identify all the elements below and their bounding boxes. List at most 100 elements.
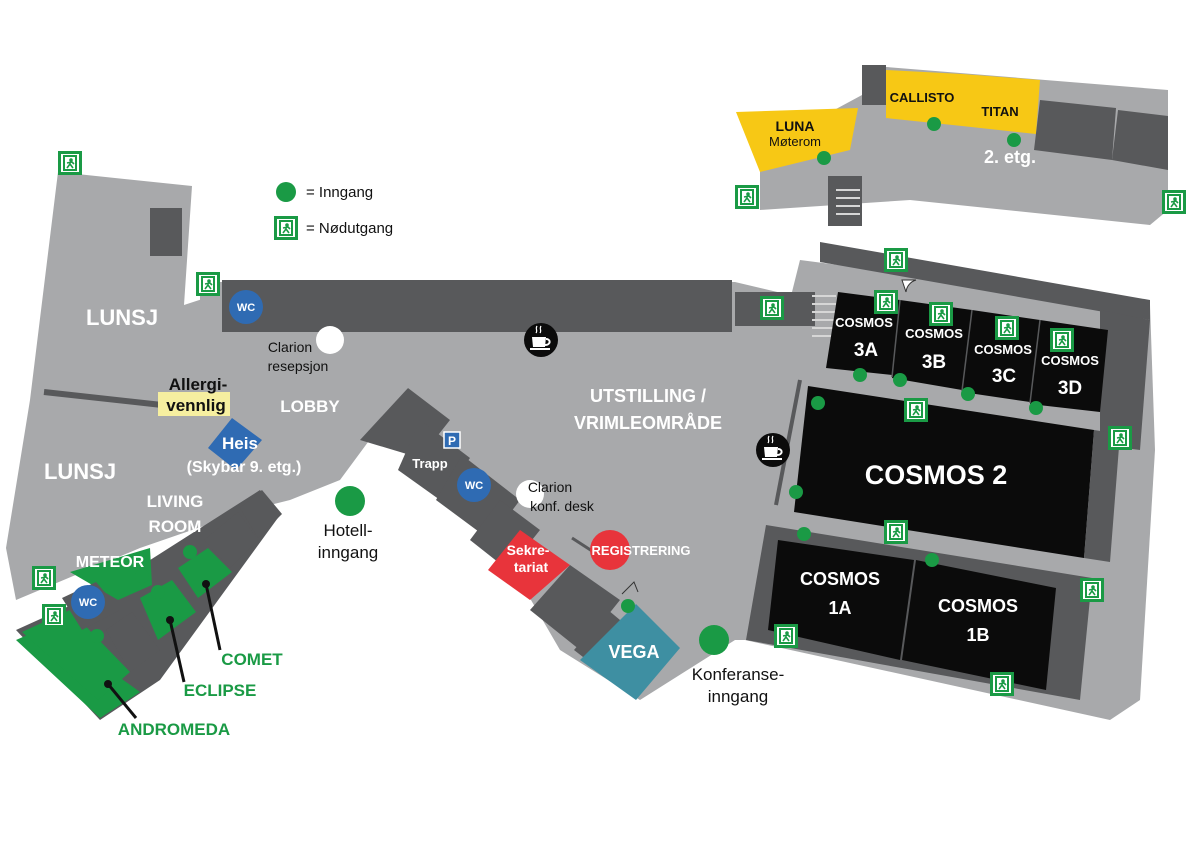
room-titan[interactable] (962, 74, 1040, 134)
entrance-dot (797, 527, 811, 541)
emergency-exit-icon (883, 519, 909, 545)
reception-label-1: Clarion (268, 339, 312, 355)
wc-label-top: WC (237, 302, 255, 314)
cosmos-2-side-wall (1084, 430, 1120, 562)
emergency-exit-icon (31, 565, 57, 591)
secretariat-label-1: Sekre- (507, 542, 550, 558)
entrance-dot (893, 373, 907, 387)
lift[interactable] (208, 418, 262, 470)
emergency-exit-icon (773, 623, 799, 649)
room-comet[interactable] (178, 548, 232, 598)
room-cosmos-3c[interactable] (962, 310, 1040, 402)
conference-entrance-dot[interactable] (699, 625, 729, 655)
cosmos-3-block (826, 292, 1108, 412)
cosmos-1a-label-2: 1A (828, 598, 851, 618)
registration-label: REGISTRERING (592, 543, 691, 558)
living-room-label-1: LIVING (147, 492, 204, 511)
lift-sub-label: (Skybar 9. etg.) (187, 459, 302, 476)
conf-desk-marker[interactable] (516, 480, 544, 508)
left-wing-room-grey-2 (240, 490, 282, 538)
legend: = Inngang = Nødutgang (306, 184, 393, 237)
emergency-exit-icon (1107, 425, 1133, 451)
emergency-exit-icon (759, 295, 785, 321)
entrance-dot (817, 151, 831, 165)
room-sekretariat[interactable] (488, 530, 570, 600)
room-andromeda-main[interactable] (22, 610, 130, 700)
entrance-dot (925, 553, 939, 567)
emergency-exit-icon (873, 289, 899, 315)
service-room-2 (530, 565, 620, 650)
wc-label-mid: WC (465, 480, 483, 492)
entrance-dot (90, 629, 104, 643)
reception-label-2: resepsjon (268, 358, 329, 374)
wall-strip-right-2 (1100, 310, 1150, 450)
conf-desk-label-1: Clarion (528, 479, 572, 495)
cosmos-3a-label-2: 3A (854, 340, 879, 361)
room-vega[interactable] (580, 604, 680, 700)
entrance-dot (135, 569, 149, 583)
emergency-exit-icon (734, 184, 760, 210)
lunsj-divider-wall (43, 389, 163, 408)
lunsj-area (6, 172, 250, 600)
room-luna[interactable] (736, 108, 858, 172)
left-wing (16, 490, 282, 720)
cosmos-3d-label-2: 3D (1058, 378, 1082, 399)
room-cosmos-1b[interactable] (902, 560, 1056, 690)
conf-entrance-label-1: Konferanse- (692, 665, 785, 684)
service-block (360, 388, 680, 700)
entrance-dot (1029, 401, 1043, 415)
lunsj-bottom-label: LUNSJ (44, 459, 116, 484)
parking-label: P (448, 434, 456, 448)
entrance-dot (183, 545, 197, 559)
stairs-label: Trapp (412, 456, 447, 471)
room-cosmos-1a[interactable] (768, 540, 914, 660)
floor-2-stair-block (828, 176, 862, 226)
emergency-exit-icon (903, 397, 929, 423)
left-wing-room-grey-1 (204, 512, 258, 568)
cosmos-3c-label-2: 3C (992, 366, 1017, 387)
reception-marker[interactable] (316, 326, 344, 354)
emergency-exit-icon (41, 603, 67, 629)
room-cosmos-2[interactable] (794, 386, 1094, 558)
emergency-exit-icon (1079, 577, 1105, 603)
floor-2-room-grey-1 (1034, 100, 1116, 160)
comet-label: COMET (221, 650, 283, 669)
conf-entrance-label-2: inngang (708, 687, 769, 706)
room-meteor[interactable] (70, 548, 152, 600)
service-room-3 (574, 610, 626, 664)
floor-2: LUNA Møterom CALLISTO TITAN 2. etg. (736, 65, 1168, 226)
top-service-bar (222, 280, 732, 332)
andromeda-label: ANDROMEDA (118, 720, 230, 739)
parking-icon (443, 431, 461, 449)
wc-icon (229, 290, 263, 324)
floor-2-stairs-icon (836, 189, 860, 215)
vega-label: VEGA (608, 642, 659, 662)
entrance-dot (961, 387, 975, 401)
cosmos-3c-label-1: COSMOS (974, 342, 1032, 357)
floor-2-wall-left (862, 65, 886, 105)
emergency-exit-icon (1161, 189, 1187, 215)
registration-marker[interactable] (590, 530, 630, 570)
lift-label: Heis (222, 434, 258, 453)
entrance-dot (151, 585, 165, 599)
room-cosmos-3d[interactable] (1030, 320, 1108, 412)
coffee-icon (523, 322, 559, 358)
wc-icon (71, 585, 105, 619)
wc-icon (457, 468, 491, 502)
allergy-area (158, 392, 230, 416)
hotel-entrance-dot[interactable] (335, 486, 365, 516)
emergency-exit-icon (1049, 327, 1075, 353)
wc-badges (71, 290, 491, 619)
cosmos-1b-label-2: 1B (966, 625, 989, 645)
entrance-markers (90, 117, 1043, 655)
legend-exit-label: = Nødutgang (306, 220, 393, 237)
conf-desk-label-2: konf. desk (530, 498, 595, 514)
expo-label-1: UTSTILLING / (590, 386, 706, 406)
callisto-label: CALLISTO (890, 90, 955, 105)
secretariat-label-2: tariat (514, 559, 549, 575)
lunsj-top-label: LUNSJ (86, 305, 158, 330)
legend-exit-icon (273, 215, 299, 241)
room-callisto[interactable] (886, 70, 962, 126)
door-arc (901, 279, 917, 293)
